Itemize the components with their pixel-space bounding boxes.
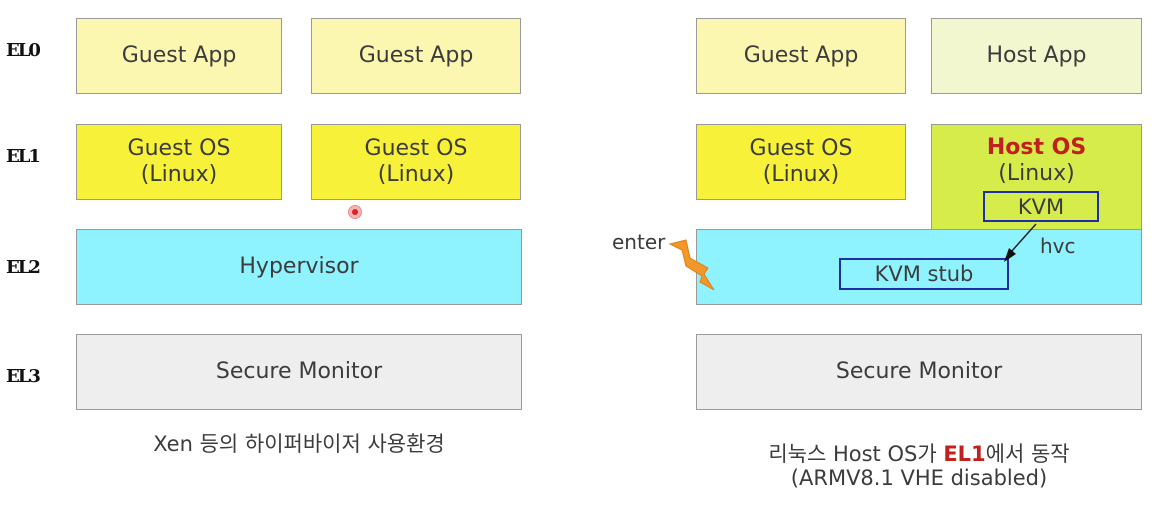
left-guest-os-1-line1: Guest OS [127,136,231,161]
left-guest-app-2: Guest App [311,18,521,94]
right-host-os-line2: (Linux) [998,161,1075,186]
level-label-el1: EL1 [6,146,41,167]
hvc-label: hvc [1040,234,1076,258]
left-guest-os-1-line2: (Linux) [140,162,218,187]
right-secure-monitor: Secure Monitor [696,334,1142,410]
left-guest-os-2: Guest OS (Linux) [311,124,521,200]
right-host-app: Host App [931,18,1142,94]
level-label-el3: EL3 [6,366,41,387]
left-hypervisor-label: Hypervisor [239,254,359,279]
left-guest-app-2-label: Guest App [358,43,474,68]
right-caption-line1: 리눅스 Host OS가 EL1에서 동작 [696,442,1142,466]
right-caption-suffix: 에서 동작 [985,442,1070,466]
cursor-dot-icon [349,206,361,218]
enter-label: enter [612,230,666,254]
right-hypervisor-el2 [696,229,1142,305]
right-host-os-line1: Host OS [986,135,1087,160]
left-guest-os-1: Guest OS (Linux) [76,124,282,200]
left-secure-monitor-label: Secure Monitor [215,359,383,384]
level-label-el2: EL2 [6,257,41,278]
left-guest-app-1-label: Guest App [121,43,237,68]
right-caption: 리눅스 Host OS가 EL1에서 동작 (ARMV8.1 VHE disab… [696,442,1142,490]
kvm-box: KVM [983,191,1099,222]
right-caption-prefix: 리눅스 Host OS가 [768,442,944,466]
right-guest-os-line2: (Linux) [762,162,840,187]
left-guest-app-1: Guest App [76,18,282,94]
left-hypervisor: Hypervisor [76,229,522,305]
left-guest-os-2-line2: (Linux) [377,162,455,187]
right-guest-app-label: Guest App [743,43,859,68]
left-secure-monitor: Secure Monitor [76,334,522,410]
kvm-stub-box: KVM stub [839,258,1009,290]
right-guest-os-line1: Guest OS [749,136,853,161]
right-host-app-label: Host App [986,43,1087,68]
level-label-el0: EL0 [6,40,41,61]
left-guest-os-2-line1: Guest OS [364,136,468,161]
right-caption-line2: (ARMV8.1 VHE disabled) [790,466,1048,490]
left-caption: Xen 등의 하이퍼바이저 사용환경 [153,432,445,456]
right-caption-highlight: EL1 [943,442,986,466]
right-guest-app: Guest App [696,18,906,94]
right-secure-monitor-label: Secure Monitor [835,359,1003,384]
right-host-os: Host OS (Linux) [931,124,1142,230]
right-guest-os: Guest OS (Linux) [696,124,906,200]
